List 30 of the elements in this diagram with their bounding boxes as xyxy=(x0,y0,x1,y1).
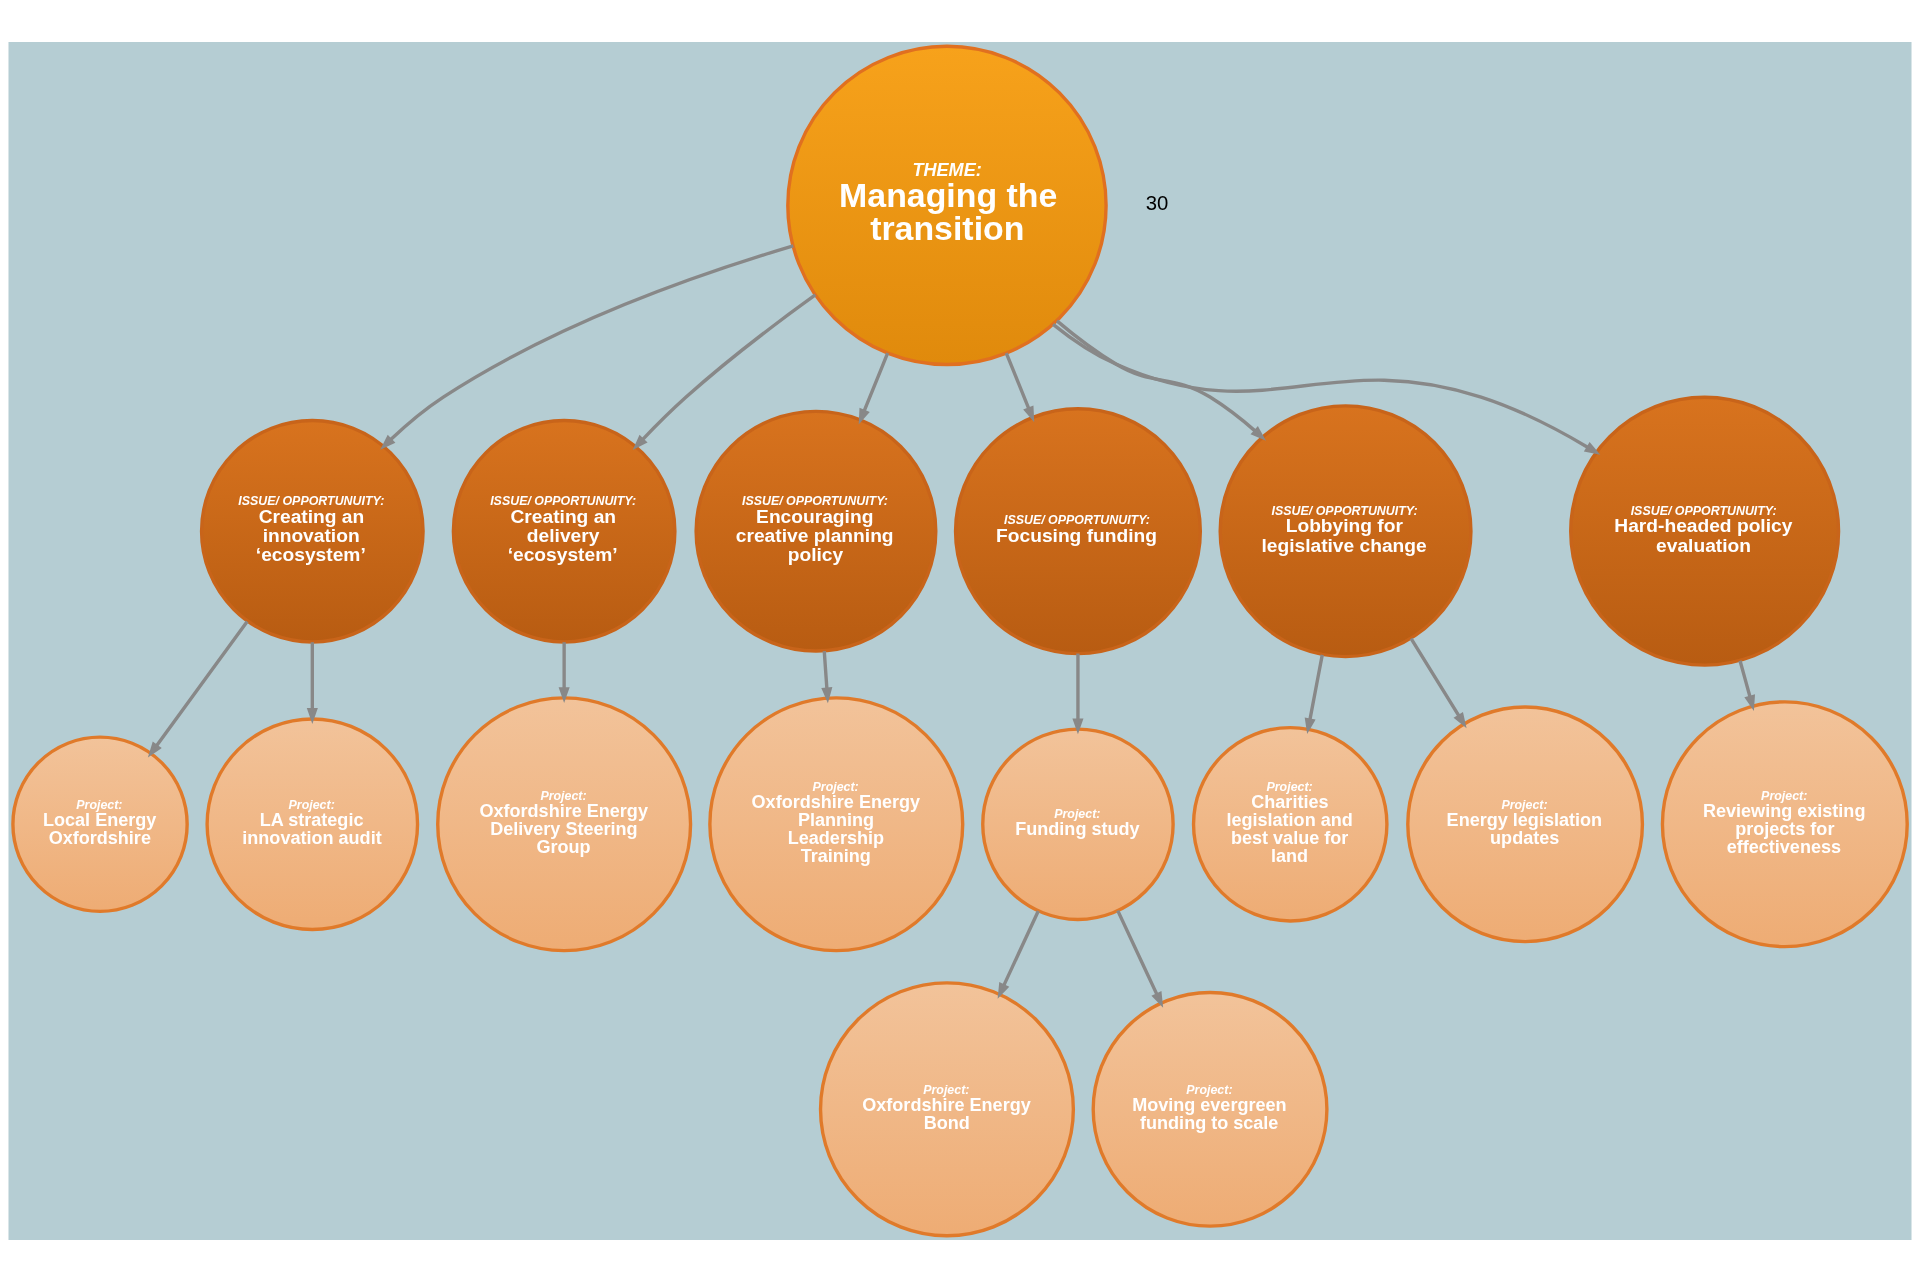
arrow xyxy=(821,650,833,704)
node-circle: Project: Energy legislation updates xyxy=(1406,705,1645,944)
node-circle: THEME: Managing the transition xyxy=(786,44,1108,367)
label: 30 xyxy=(1145,192,1169,215)
arrow xyxy=(1738,660,1756,711)
arrow xyxy=(306,642,318,724)
node-circle: Project: Local Energy Oxfordshire xyxy=(11,735,189,914)
arrow xyxy=(1055,319,1267,441)
node-circle: Project: Oxfordshire Energy Planning Leadership Training xyxy=(708,696,965,953)
arrow xyxy=(147,620,249,758)
node-circle: Project: Funding study xyxy=(981,727,1175,922)
node-circle: ISSUE/ OPPORTUNUITY: Lobbying for legislative change xyxy=(1218,404,1473,659)
arrow xyxy=(858,352,890,425)
arrow xyxy=(380,244,794,450)
node-circle: Project: Charities legislation and best value for land xyxy=(1191,725,1389,923)
arrow xyxy=(632,293,817,451)
node-circle: Project: Reviewing existing projects for effectiveness xyxy=(1660,700,1909,949)
arrow xyxy=(1116,909,1164,1008)
arrow xyxy=(558,642,570,704)
arrow xyxy=(997,910,1040,999)
node-circle: Project: LA strategic innovation audit xyxy=(205,717,420,932)
arrow xyxy=(1409,637,1467,729)
node-circle: Project: Oxfordshire Energy Delivery Steering Group xyxy=(436,696,693,953)
arrow xyxy=(1004,352,1035,423)
node-circle: ISSUE/ OPPORTUNUITY: Creating an innovation ‘ecosystem’ xyxy=(199,418,425,644)
node-circle: ISSUE/ OPPORTUNUITY: Hard-headed policy evaluation xyxy=(1569,395,1841,667)
arrow xyxy=(1052,323,1601,455)
arrow xyxy=(1304,654,1324,735)
node-circle: ISSUE/ OPPORTUNUITY: Creating an delivery ‘ecosystem’ xyxy=(451,418,677,644)
arrow xyxy=(1072,653,1084,735)
